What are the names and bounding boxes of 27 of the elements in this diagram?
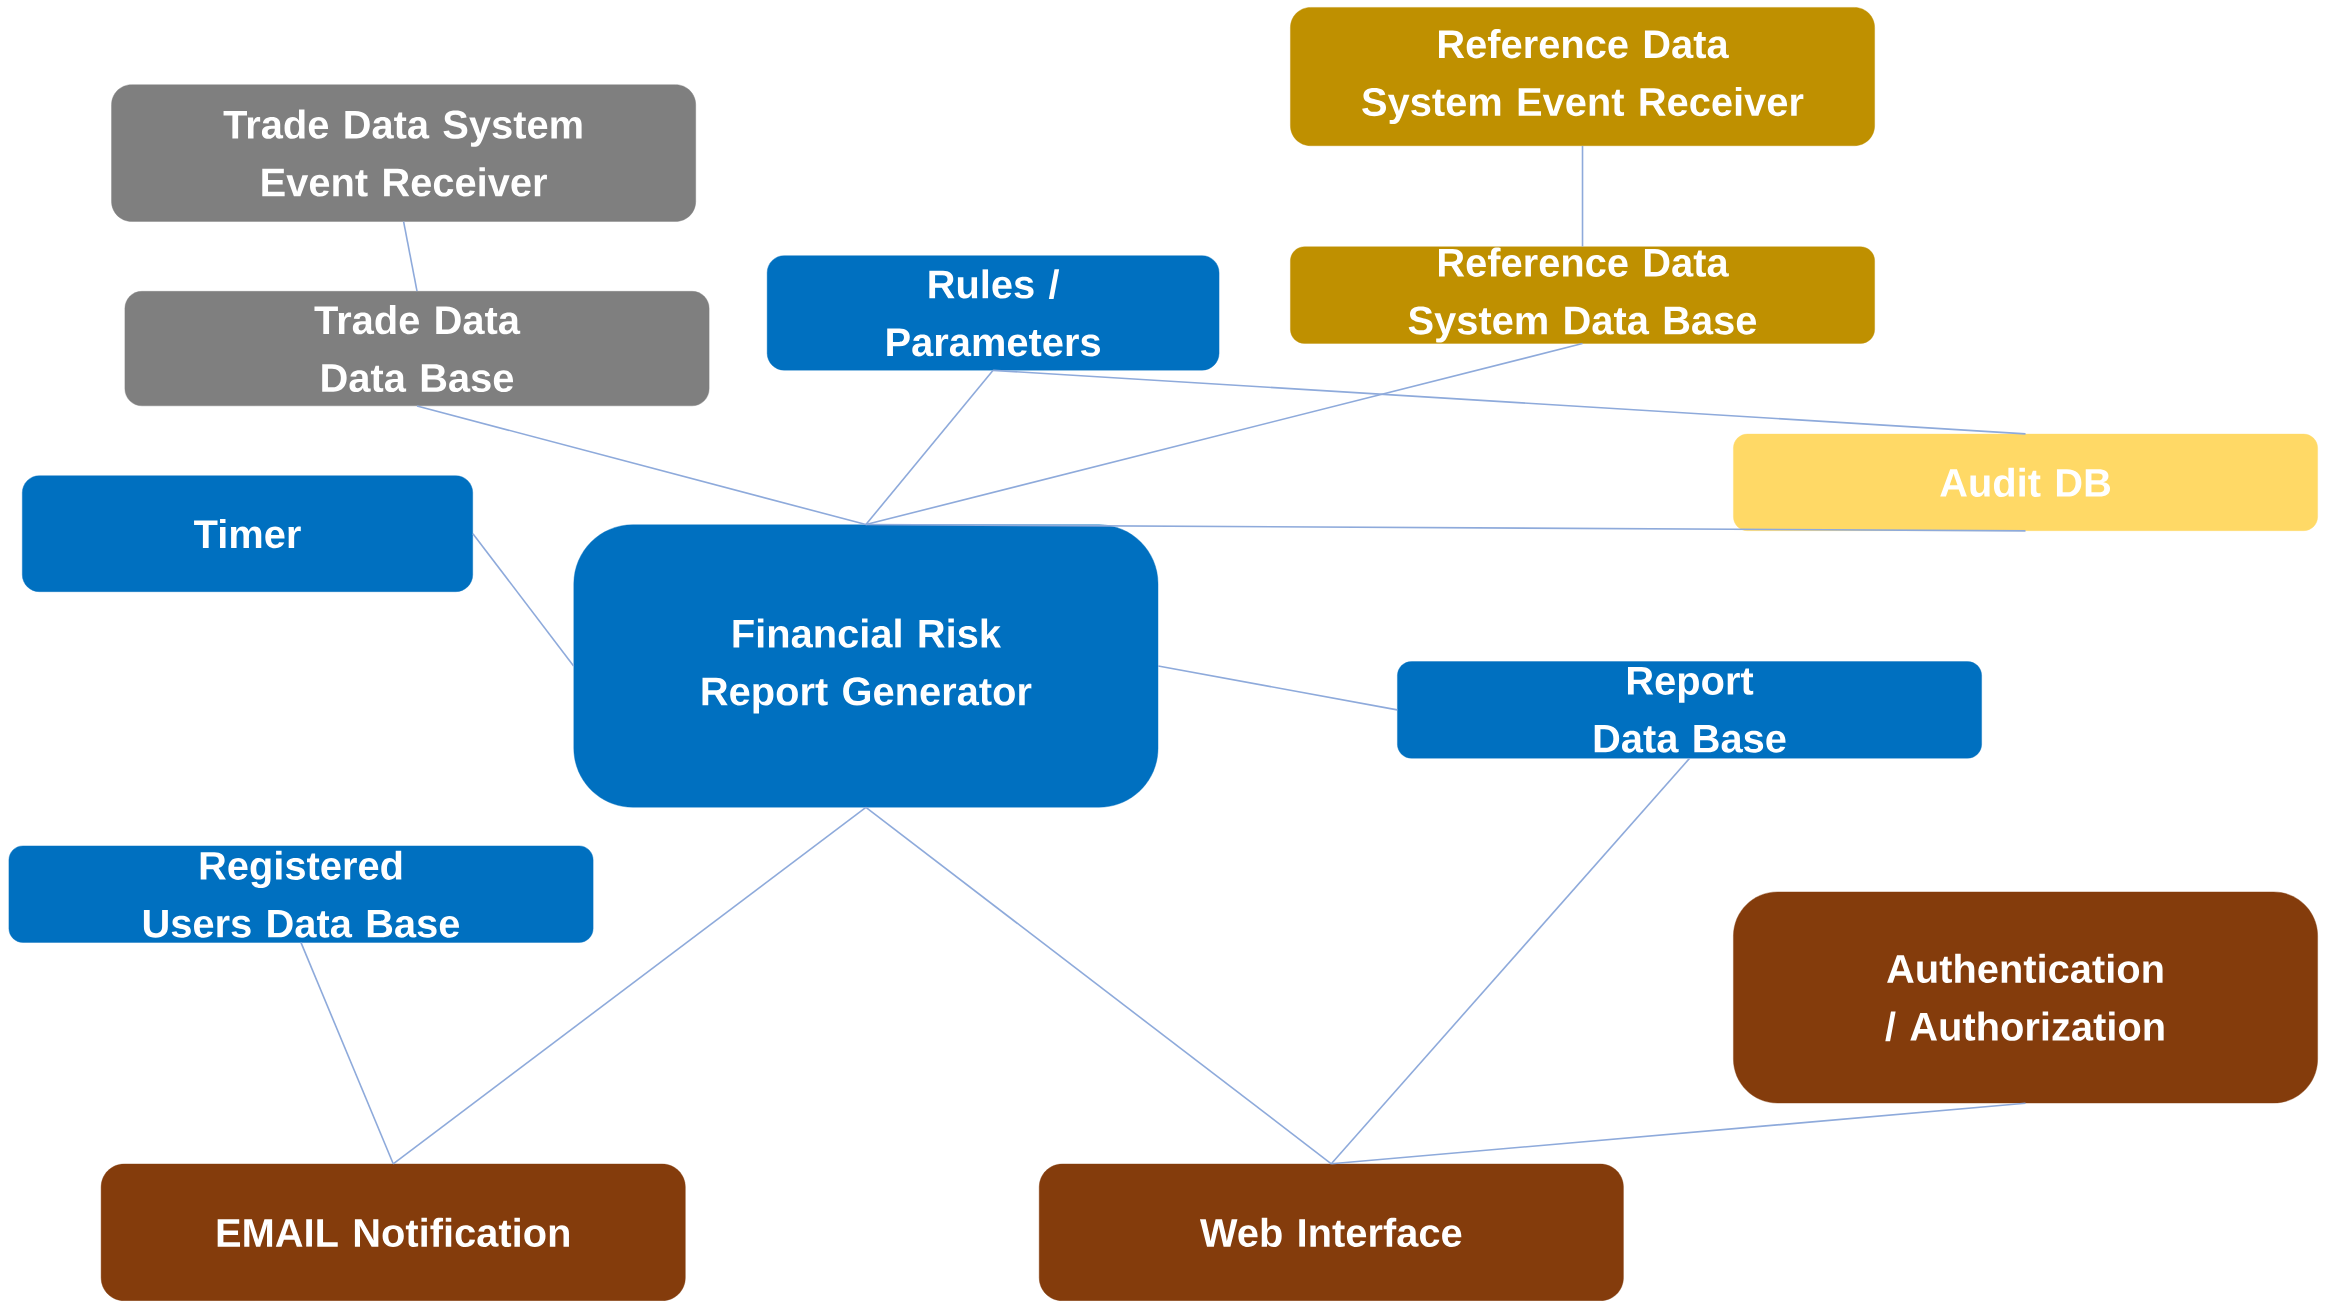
connector-line — [392, 806, 867, 1165]
connector-line — [402, 220, 418, 292]
connector-line — [865, 342, 1584, 526]
process-box: Trade Data Data Base — [124, 291, 710, 407]
connector-line — [300, 941, 394, 1165]
connector-line — [1330, 757, 1691, 1165]
process-box: Timer — [22, 475, 473, 592]
process-box: Authentication / Authorization — [1733, 891, 2318, 1104]
connector-line — [1581, 145, 1584, 248]
connector-line — [472, 532, 575, 667]
connector-line — [865, 806, 1333, 1165]
connector-line — [1157, 665, 1398, 711]
process-box: Rules / Parameters — [766, 255, 1220, 371]
process-box: EMAIL Notification — [100, 1163, 686, 1301]
connector-line — [865, 523, 2027, 532]
process-box: Trade Data System Event Receiver — [111, 84, 696, 222]
process-box: Audit DB — [1733, 433, 2318, 531]
process-box: Report Data Base — [1397, 661, 1982, 759]
connector-line — [1330, 1102, 2027, 1165]
connector-line — [416, 405, 867, 526]
process-box: Financial Risk Report Generator — [573, 524, 1159, 808]
process-box: Registered Users Data Base — [8, 845, 594, 943]
connector-line — [865, 369, 994, 526]
connector-line — [992, 369, 2027, 435]
process-box: Reference Data System Data Base — [1290, 246, 1875, 344]
process-box: Web Interface — [1039, 1163, 1624, 1301]
process-box: Reference Data System Event Receiver — [1290, 7, 1875, 146]
